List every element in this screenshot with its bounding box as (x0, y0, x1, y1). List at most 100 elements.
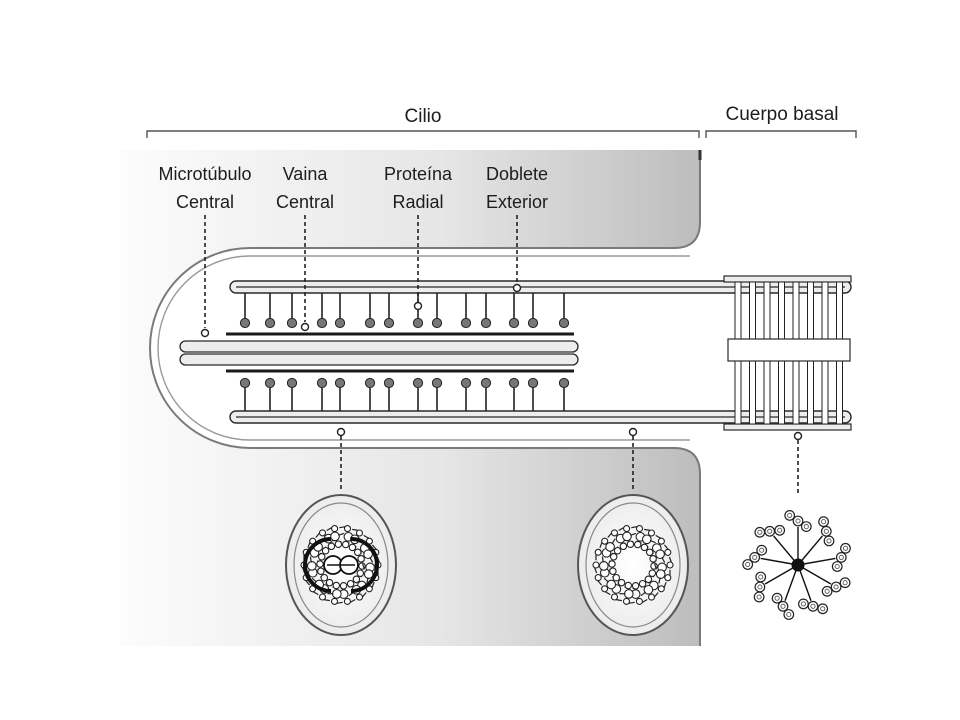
cilium-title: Cilio (405, 106, 442, 127)
label-central-sheath: Vaina Central (276, 164, 334, 332)
outer-unit (610, 526, 625, 537)
radial-spoke (558, 377, 570, 411)
radial-spoke (558, 293, 570, 329)
central-sheath (226, 332, 574, 373)
radial-spoke (412, 377, 424, 411)
triplet (797, 564, 829, 615)
svg-text:Microtúbulo: Microtúbulo (158, 164, 251, 184)
radial-spoke (264, 377, 276, 411)
outer-unit (357, 555, 365, 570)
radial-spoke (334, 377, 346, 411)
outer-unit (306, 556, 318, 578)
outer-unit (666, 561, 674, 576)
radial-spoke (527, 377, 539, 411)
central-microtubule-pair (179, 340, 579, 366)
triplet (754, 524, 799, 566)
svg-text:Doblete: Doblete (486, 164, 548, 184)
radial-spoke (383, 377, 395, 411)
label-radial-spoke: Proteína Radial (384, 164, 453, 311)
outer-unit (635, 531, 656, 545)
outer-unit (664, 548, 672, 563)
cross-section-9-plus-2 (285, 494, 397, 636)
outer-unit (597, 580, 609, 593)
radial-spoke (431, 377, 443, 411)
radial-spoke (364, 293, 376, 329)
leader-to-section-3 (793, 431, 803, 496)
outer-unit (598, 556, 610, 578)
outer-unit (663, 574, 672, 589)
radial-spoke (239, 377, 251, 411)
cross-section-basal-body (742, 510, 851, 620)
cilium-bracket (146, 130, 700, 138)
radial-spoke (431, 293, 443, 329)
radial-spoke (239, 293, 251, 329)
svg-text:Central: Central (176, 192, 234, 212)
outer-unit (594, 541, 603, 556)
outer-unit (594, 567, 602, 582)
outer-unit (619, 540, 634, 551)
triplet (797, 516, 835, 566)
outer-unit (649, 555, 657, 570)
radial-spoke (264, 293, 276, 329)
radial-spoke (383, 293, 395, 329)
basal-body-longitudinal (723, 275, 852, 431)
outer-unit (615, 597, 631, 605)
outer-doublet-top (229, 280, 852, 294)
outer-unit (619, 589, 641, 599)
triplet (797, 542, 851, 572)
outer-unit (331, 525, 346, 533)
radial-spoke (508, 293, 520, 329)
section-membrane (577, 494, 689, 636)
basal-body-title: Cuerpo basal (725, 104, 838, 125)
outer-unit (640, 543, 655, 554)
radial-spoke (480, 293, 492, 329)
label-outer-doublet: Doblete Exterior (486, 164, 548, 293)
outer-unit (635, 525, 651, 533)
radial-spoke (286, 293, 298, 329)
outer-unit (601, 538, 616, 558)
outer-unit (647, 529, 662, 539)
marker-ring (512, 283, 522, 293)
triplet (742, 544, 799, 570)
radial-spoke (286, 377, 298, 411)
outer-unit (651, 543, 666, 563)
outer-unit (343, 525, 359, 533)
svg-text:Proteína: Proteína (384, 164, 453, 184)
leader-to-section-2 (628, 427, 638, 492)
radial-spoke (460, 293, 472, 329)
svg-text:Radial: Radial (392, 192, 443, 212)
radial-spoke (316, 377, 328, 411)
outer-unit (603, 577, 622, 594)
outer-unit (318, 526, 333, 537)
radial-spoke (334, 293, 346, 329)
svg-text:Central: Central (276, 192, 334, 212)
outer-unit (657, 537, 669, 550)
svg-text:Vaina: Vaina (283, 164, 329, 184)
triplet (771, 564, 799, 620)
outer-unit (363, 562, 375, 584)
radial-spoke (316, 293, 328, 329)
outer-unit (348, 575, 361, 588)
outer-unit (640, 580, 659, 597)
outer-unit (336, 597, 351, 605)
radial-spoke (508, 377, 520, 411)
outer-unit (641, 593, 656, 604)
marker-ring (200, 328, 210, 338)
outer-unit (327, 589, 349, 599)
marker-ring (413, 301, 423, 311)
triplet (784, 510, 812, 565)
central-pair (303, 537, 379, 593)
outer-unit (592, 554, 600, 569)
cross-section-near-base (577, 494, 689, 636)
radial-spoke (364, 377, 376, 411)
outer-unit (623, 525, 638, 533)
radial-spoke (460, 377, 472, 411)
radial-spoke (527, 293, 539, 329)
outer-unit (628, 597, 643, 605)
radial-spokes (239, 293, 570, 411)
outer-unit (655, 562, 667, 584)
outer-unit (349, 593, 364, 604)
marker-ring (300, 322, 310, 332)
